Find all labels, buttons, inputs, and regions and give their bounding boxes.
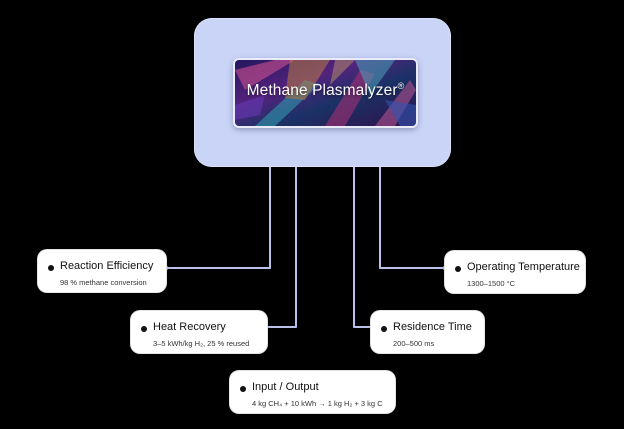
connector-heat-recovery xyxy=(266,123,297,328)
bullet-dot xyxy=(141,326,147,332)
card-input-output: Input / Output 4 kg CH₄ + 10 kWh → 1 kg … xyxy=(230,371,395,413)
bullet-dot xyxy=(455,266,461,272)
card-operating-temperature: Operating Temperature 1300–1500 °C xyxy=(445,251,585,293)
card-value: 98 % methane conversion xyxy=(60,278,147,287)
connector-reaction-efficiency xyxy=(165,123,271,269)
connector-residence-time xyxy=(353,123,372,328)
bullet-dot xyxy=(381,326,387,332)
card-title: Reaction Efficiency xyxy=(60,260,154,272)
card-value: 3–5 kWh/kg H₂, 25 % reused xyxy=(153,339,250,348)
card-reaction-efficiency: Reaction Efficiency 98 % methane convers… xyxy=(38,250,166,292)
plasma-artwork xyxy=(235,60,416,126)
card-title: Residence Time xyxy=(393,321,472,333)
card-value: 4 kg CH₄ + 10 kWh → 1 kg H₂ + 3 kg C xyxy=(252,399,383,408)
bullet-dot xyxy=(48,265,54,271)
card-title: Operating Temperature xyxy=(467,261,580,273)
card-heat-recovery: Heat Recovery 3–5 kWh/kg H₂, 25 % reused xyxy=(131,311,267,353)
bullet-dot xyxy=(240,386,246,392)
device-title: Methane Plasmalyzer® xyxy=(246,81,405,99)
card-residence-time: Residence Time 200–500 ms xyxy=(371,311,484,353)
card-value: 1300–1500 °C xyxy=(467,279,516,288)
connector-operating-temperature xyxy=(379,123,446,269)
card-title: Input / Output xyxy=(252,381,319,393)
device-screen: Methane Plasmalyzer® xyxy=(233,58,418,128)
card-value: 200–500 ms xyxy=(393,339,435,348)
trademark-symbol: ® xyxy=(397,81,405,91)
card-title: Heat Recovery xyxy=(153,321,226,333)
